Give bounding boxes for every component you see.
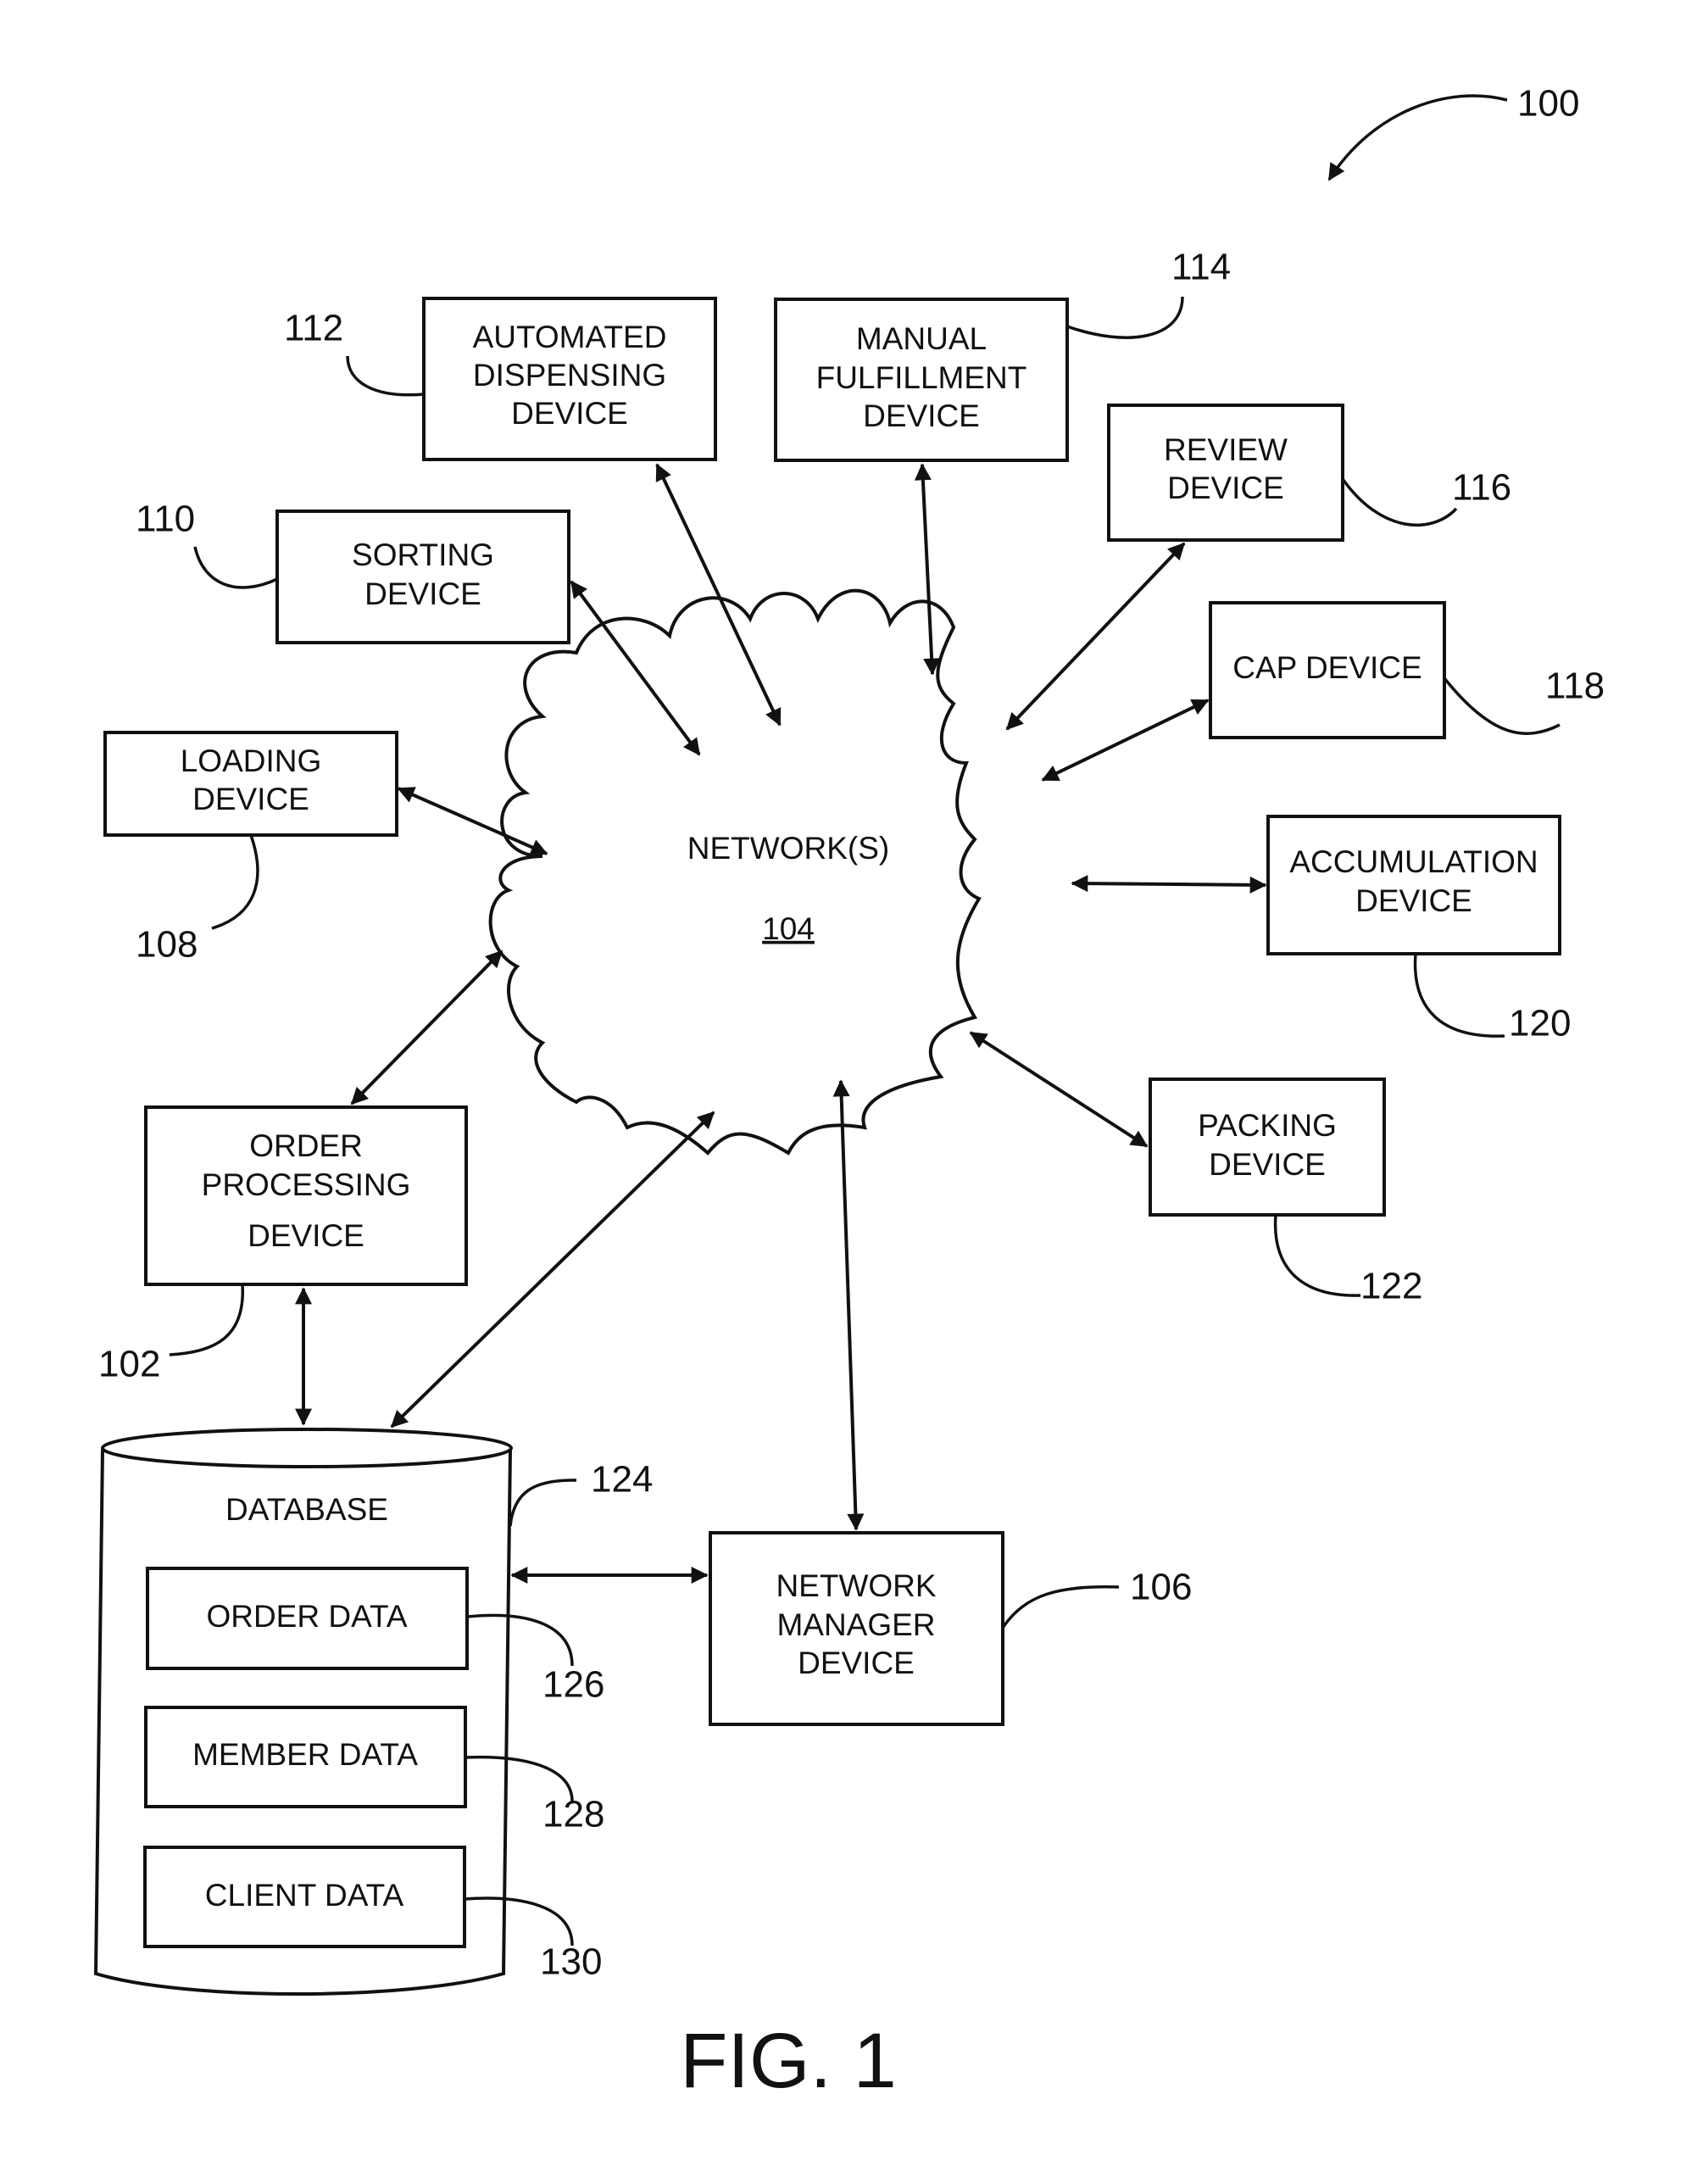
connector-accumulation (1072, 883, 1266, 885)
connector-order-processing (352, 951, 502, 1104)
review-line-2: DEVICE (1167, 471, 1284, 505)
packing-ref: 122 (1360, 1266, 1422, 1307)
automated-dispensing-line-3: DEVICE (511, 396, 628, 431)
order-processing-line-2: PROCESSING (202, 1167, 411, 1202)
order-data-ref: 126 (542, 1664, 604, 1706)
network-manager-device: NETWORK MANAGER DEVICE 106 (710, 1533, 1192, 1724)
review-line-1: REVIEW (1164, 432, 1288, 467)
figure-caption: FIG. 1 (680, 2018, 897, 2104)
accumulation-ref: 120 (1509, 1003, 1571, 1044)
network-ref: 104 (762, 911, 815, 946)
sorting-device: SORTING DEVICE 110 (136, 498, 569, 643)
connector-cap (1043, 700, 1208, 780)
network-manager-line-2: MANAGER (776, 1607, 935, 1642)
figure-ref: 100 (1517, 83, 1579, 125)
order-processing-line-1: ORDER (249, 1128, 363, 1163)
member-data-label: MEMBER DATA (192, 1737, 418, 1772)
network-manager-line-3: DEVICE (798, 1646, 915, 1680)
order-data-label: ORDER DATA (206, 1599, 407, 1634)
manual-fulfillment-line-1: MANUAL (856, 321, 987, 356)
review-device: REVIEW DEVICE 116 (1109, 405, 1511, 540)
loading-line-1: LOADING (181, 743, 322, 778)
order-processing-line-3: DEVICE (248, 1218, 364, 1253)
loading-device: LOADING DEVICE 108 (105, 732, 397, 966)
cap-device: CAP DEVICE 118 (1210, 603, 1605, 738)
database: DATABASE 124 ORDER DATA 126 MEMBER DATA … (96, 1429, 653, 1994)
manual-fulfillment-line-3: DEVICE (863, 398, 980, 433)
packing-device: PACKING DEVICE 122 (1150, 1079, 1422, 1307)
automated-dispensing-line-2: DISPENSING (473, 358, 666, 393)
sorting-line-1: SORTING (352, 537, 494, 572)
manual-fulfillment-line-2: FULFILLMENT (816, 360, 1027, 395)
packing-line-1: PACKING (1198, 1108, 1337, 1143)
connector-packing (971, 1033, 1147, 1146)
network-cloud: NETWORK(S) 104 (491, 591, 979, 1153)
accumulation-line-2: DEVICE (1355, 883, 1472, 918)
automated-dispensing-line-1: AUTOMATED (473, 320, 667, 354)
connector-network-manager (841, 1081, 856, 1529)
cloud-outline (491, 591, 979, 1153)
cap-line-1: CAP DEVICE (1232, 650, 1421, 685)
loading-line-2: DEVICE (192, 782, 309, 816)
sorting-ref: 110 (136, 498, 195, 540)
loading-ref: 108 (136, 924, 198, 966)
client-data-ref: 130 (540, 1941, 602, 1983)
accumulation-device: ACCUMULATION DEVICE 120 (1268, 816, 1571, 1044)
network-manager-ref: 106 (1130, 1567, 1192, 1608)
automated-dispensing-ref: 112 (284, 308, 343, 349)
database-label: DATABASE (225, 1492, 388, 1527)
manual-fulfillment-ref: 114 (1171, 247, 1231, 288)
database-ref: 124 (591, 1459, 653, 1501)
member-data-ref: 128 (542, 1794, 604, 1835)
review-ref: 116 (1452, 467, 1511, 509)
network-manager-line-1: NETWORK (776, 1568, 936, 1603)
order-processing-device: ORDER PROCESSING DEVICE 102 (98, 1107, 466, 1385)
connector-review (1007, 543, 1184, 729)
accumulation-line-1: ACCUMULATION (1289, 844, 1538, 879)
figure-ref-group: 100 (1329, 83, 1579, 180)
sorting-line-2: DEVICE (364, 576, 481, 611)
client-data-label: CLIENT DATA (205, 1878, 404, 1913)
order-processing-ref: 102 (98, 1344, 160, 1385)
cap-ref: 118 (1545, 666, 1605, 707)
automated-dispensing-device: AUTOMATED DISPENSING DEVICE 112 (284, 298, 715, 459)
network-label: NETWORK(S) (687, 831, 889, 866)
packing-line-2: DEVICE (1209, 1147, 1326, 1182)
